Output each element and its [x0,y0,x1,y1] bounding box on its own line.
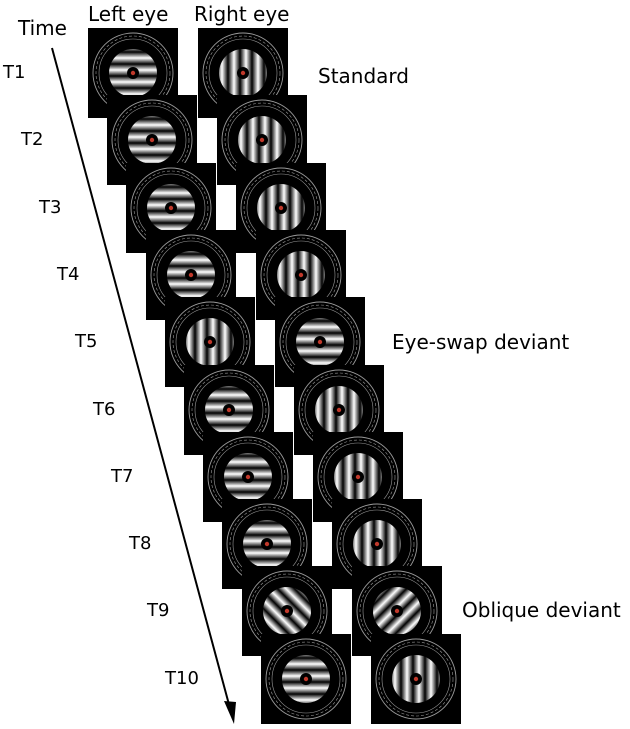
stimulus-left-eye-t3 [126,162,217,253]
trial-label-4: T4 [57,263,80,285]
left-eye-header: Left eye [88,2,169,26]
eye-swap-deviant-label: Eye-swap deviant [392,330,570,354]
trial-label-3: T3 [39,196,62,218]
standard-label: Standard [318,64,409,88]
trial-label-9: T9 [147,600,170,622]
trial-label-10: T10 [165,667,199,689]
stimulus-left-eye-t1 [88,28,178,118]
oblique-deviant-label: Oblique deviant [462,598,621,622]
trial-label-6: T6 [93,398,116,420]
stimulus-left-eye-t2 [107,95,198,186]
trial-label-5: T5 [75,331,98,353]
stimulus-left-eye-t10 [260,633,351,724]
trial-label-8: T8 [129,533,152,555]
right-eye-header: Right eye [194,2,290,26]
stimulus-right-eye-t10 [370,633,461,724]
trial-label-1: T1 [3,62,26,83]
trial-label-2: T2 [21,129,44,151]
time-axis-label: Time [18,16,67,40]
trial-label-7: T7 [111,465,134,487]
stimulus-left-eye-t9 [241,566,332,657]
